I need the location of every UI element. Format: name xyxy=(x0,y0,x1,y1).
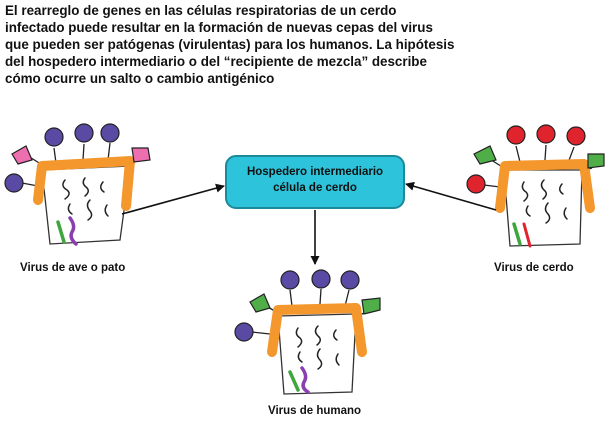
intro-line: que pueden ser patógenas (virulentas) pa… xyxy=(5,37,455,52)
bird-virus xyxy=(4,123,151,246)
bird-antigen-purple xyxy=(4,173,24,193)
arrow-pig-to-host xyxy=(405,181,497,211)
bird-virus-caption: Virus de ave o pato xyxy=(20,262,126,274)
bird-rna-segments xyxy=(62,177,109,221)
pig-antigen-red xyxy=(566,126,586,146)
human-virus-caption: Virus de humano xyxy=(268,405,362,417)
intro-line: El rearreglo de genes en las células res… xyxy=(5,3,397,18)
pig-antigen-green xyxy=(587,153,605,169)
bird-antigen-purple xyxy=(74,123,94,143)
human-virus xyxy=(234,269,381,395)
human-antigen-purple xyxy=(340,270,360,290)
human-rna-segments xyxy=(295,325,340,370)
bird-antigen-pink xyxy=(131,147,151,163)
bird-antigen-purple xyxy=(100,123,120,143)
human-antigen-purple xyxy=(280,270,300,290)
bird-antigen-purple xyxy=(44,127,64,147)
human-antigen-purple xyxy=(311,269,331,289)
pig-antigen-red xyxy=(506,125,526,145)
intro-line: cómo ocurre un salto o cambio antigénico xyxy=(5,71,275,86)
pig-antigen-green xyxy=(473,145,497,165)
human-antigen-purple xyxy=(234,322,254,342)
human-antigen-green xyxy=(361,297,381,315)
intro-paragraph: El rearreglo de genes en las células res… xyxy=(5,2,605,87)
pig-segment-green xyxy=(512,222,522,246)
pig-capsid xyxy=(495,159,595,213)
bird-segment-green xyxy=(56,220,66,244)
bird-capsid xyxy=(33,156,135,211)
host-cell-box xyxy=(225,155,405,209)
arrow-bird-to-host xyxy=(121,183,225,215)
human-antigen-green xyxy=(249,293,271,313)
bird-segment-purple xyxy=(68,216,78,246)
human-capsid xyxy=(267,303,367,357)
host-cell-label: Hospedero intermediario célula de cerdo xyxy=(228,164,402,196)
bird-virus-body xyxy=(41,165,131,245)
human-segment-green xyxy=(288,370,300,392)
human-segment-purple xyxy=(300,366,310,394)
pig-segment-red xyxy=(522,222,532,248)
pig-antigen-red xyxy=(466,174,486,194)
pig-virus xyxy=(466,124,605,248)
host-cell-line1: Hospedero intermediario xyxy=(246,166,384,178)
pig-rna-segments xyxy=(521,179,568,224)
bird-antigen-pink xyxy=(11,145,33,165)
pig-virus-caption: Virus de cerdo xyxy=(494,262,574,274)
host-cell-line2: célula de cerdo xyxy=(273,182,357,194)
intro-line: del hospedero intermediario o del “recip… xyxy=(5,54,427,69)
intro-line: infectado puede resultar en la formación… xyxy=(5,20,433,35)
pig-antigen-red xyxy=(536,124,556,144)
